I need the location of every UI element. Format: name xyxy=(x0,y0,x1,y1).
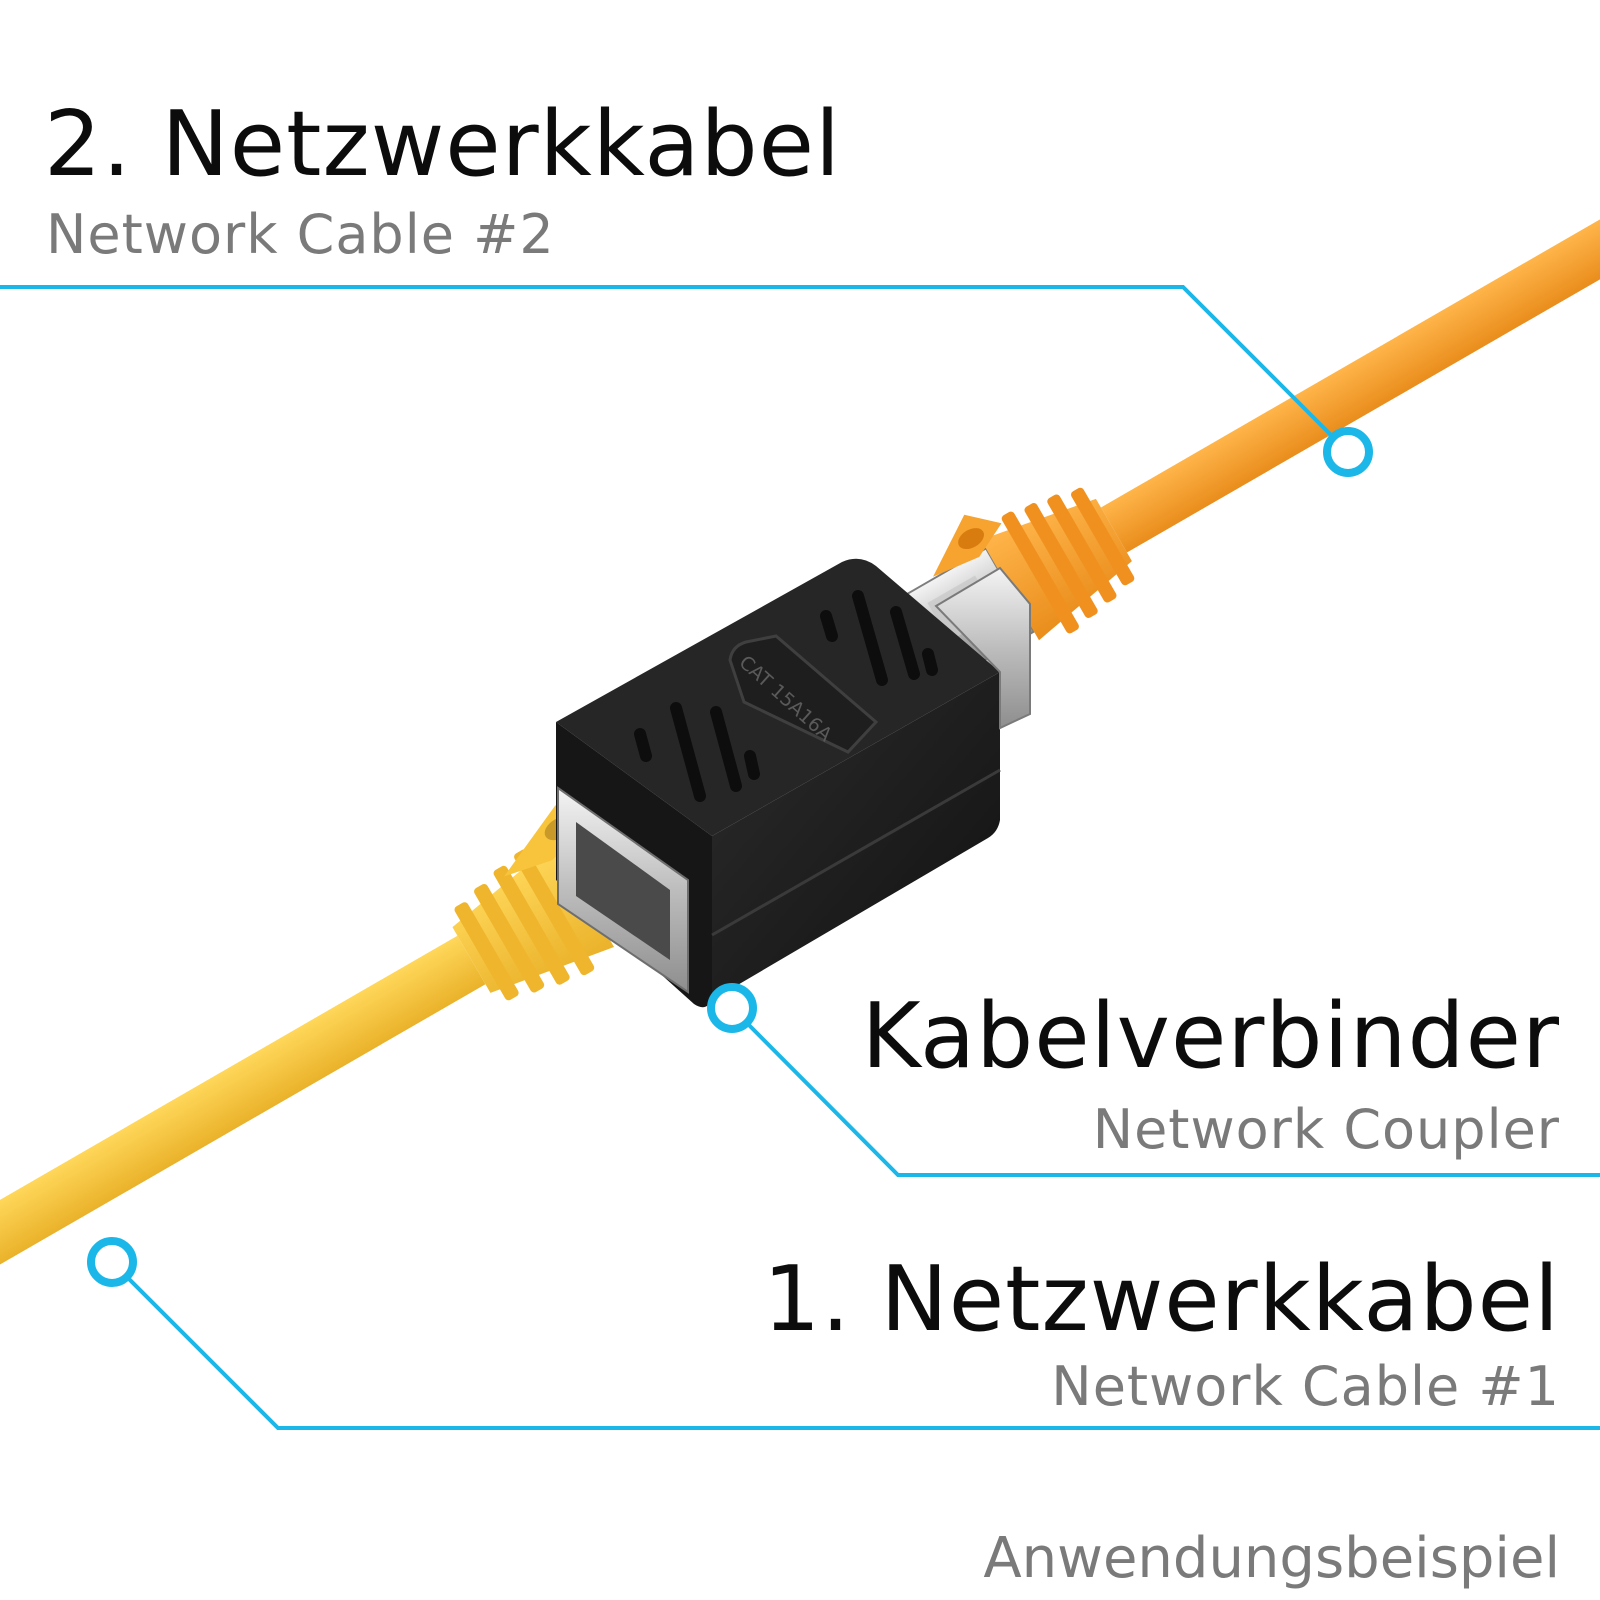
callout-line-coupler xyxy=(730,1006,1600,1177)
cable-2-latch-hole xyxy=(958,528,985,550)
coupler-side-face xyxy=(712,672,1000,1000)
callout-dot-cable-2 xyxy=(1323,427,1373,477)
coupler-seam xyxy=(711,768,1001,937)
callout-dot-coupler xyxy=(707,983,757,1033)
coupler-front-port-opening xyxy=(576,822,670,960)
callout-coupler xyxy=(707,983,1600,1177)
cable-1-jacket xyxy=(0,935,486,1285)
callout-cable-2 xyxy=(0,285,1373,477)
cable-2-boot-ribs xyxy=(1001,487,1135,634)
callout-cable-1 xyxy=(87,1237,1600,1430)
coupler-subtitle: Network Coupler xyxy=(1092,1098,1560,1161)
cable-2-jacket xyxy=(1100,207,1600,553)
network-coupler: CAT 15A16A xyxy=(556,558,1031,1008)
coupler-back-port xyxy=(934,566,1031,730)
callout-line-cable-1 xyxy=(110,1260,1600,1430)
coupler-title: Kabelverbinder xyxy=(861,984,1560,1089)
cable-1-title: 1. Netzwerkkabel xyxy=(763,1247,1560,1352)
cable-1-subtitle: Network Cable #1 xyxy=(1051,1355,1560,1418)
coupler-grip-ridges xyxy=(634,590,938,802)
usage-example-caption: Anwendungsbeispiel xyxy=(983,1526,1560,1591)
callout-line-cable-2 xyxy=(0,285,1350,454)
coupler-label-panel xyxy=(728,634,879,754)
cable-1-boot-ribs xyxy=(454,849,595,1001)
cable-2-subtitle: Network Cable #2 xyxy=(46,203,555,266)
cable-2-title: 2. Netzwerkkabel xyxy=(44,92,841,197)
callout-dot-cable-1 xyxy=(87,1237,137,1287)
